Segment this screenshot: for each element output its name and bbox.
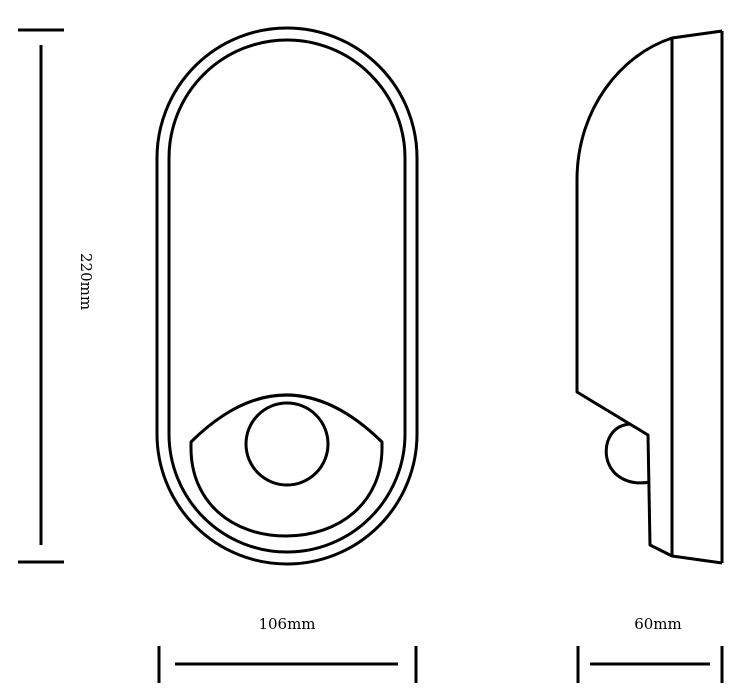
- pir-sensor-window: [189, 393, 384, 538]
- front-inner-lens: [167, 38, 407, 554]
- side-depth-dimension: 60mm: [576, 615, 724, 683]
- front-view: [155, 26, 419, 566]
- side-housing-profile: [575, 29, 723, 565]
- height-dimension: 220mm: [18, 28, 95, 564]
- height-label: 220mm: [77, 253, 95, 310]
- front-outer-housing: [155, 26, 419, 566]
- front-width-dimension: 106mm: [157, 615, 418, 683]
- side-pir-sensor-dome: [604, 422, 651, 485]
- front-width-label: 106mm: [258, 615, 315, 633]
- pir-sensor-lens: [244, 401, 330, 487]
- side-view: [575, 29, 724, 565]
- side-depth-label: 60mm: [634, 615, 682, 633]
